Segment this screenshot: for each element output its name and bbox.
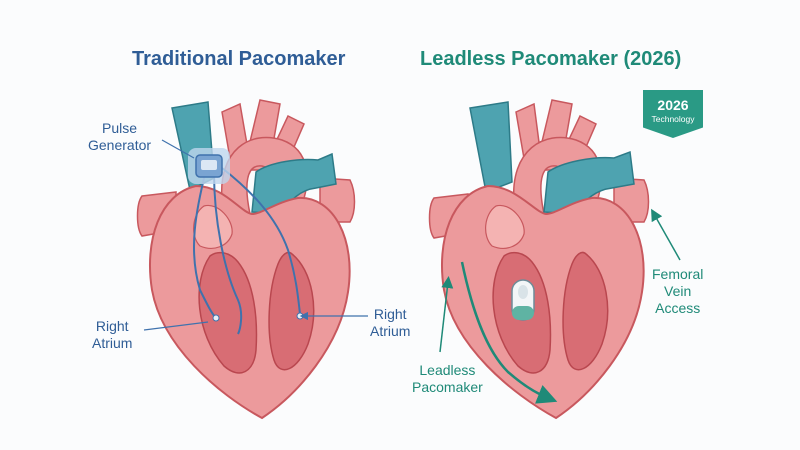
leadless-pacemaker-title: Leadless Pacomaker (2026): [420, 48, 682, 70]
catheter-path: [460, 261, 558, 404]
femoral-vein-label-line3: Access: [655, 300, 701, 316]
pacing-lead-2: [213, 171, 243, 335]
heart-traditional: [136, 99, 368, 420]
left-ventricle-right: [562, 251, 609, 371]
traditional-pacemaker-title: Traditional Pacomaker: [132, 48, 346, 70]
technology-badge: 2026 Technology: [643, 90, 703, 138]
leader-leadless-pacemaker: [439, 276, 454, 353]
pulse-generator-label: Pulse Generator: [88, 120, 151, 154]
left-ventricle-left: [268, 251, 315, 371]
right-atrium-label-right: Right Atrium: [370, 306, 410, 340]
pulse-generator-label-line1: Pulse: [102, 120, 138, 136]
femoral-vein-label-line1: Femoral: [652, 266, 704, 282]
leadless-pacemaker-label-line2: Pacomaker: [412, 379, 483, 395]
leadless-capsule-band: [512, 306, 534, 320]
right-ventricle-left: [198, 251, 258, 374]
pacing-lead-1: [193, 169, 217, 319]
lead-tip-2: [296, 312, 304, 320]
atrium-right: [485, 204, 525, 249]
leadless-pacemaker-label-line1: Leadless: [419, 362, 476, 378]
right-atrium-label-left: Right Atrium: [92, 318, 132, 352]
badge-year: 2026: [657, 97, 689, 113]
badge-text: Technology: [651, 114, 695, 124]
pacing-lead-3: [221, 167, 301, 315]
vena-cava-right: [469, 101, 513, 194]
leader-pulse-generator: [161, 139, 195, 159]
leader-right-atrium-left: [143, 321, 209, 331]
leader-femoral-vein: [651, 208, 681, 261]
heart-leadless: [428, 99, 681, 420]
femoral-vein-label-line2: Vein: [664, 283, 692, 299]
atrium-left: [193, 204, 233, 249]
leadless-capsule-window: [518, 285, 528, 299]
femoral-vein-label: Femoral Vein Access: [652, 266, 703, 317]
pulse-generator-label-line2: Generator: [88, 137, 152, 153]
leadless-pacemaker-label: Leadless Pacomaker: [412, 362, 483, 396]
right-atrium-label-left-line1: Right: [95, 318, 129, 334]
lead-tip-1: [212, 314, 220, 322]
right-atrium-label-right-line2: Atrium: [370, 323, 411, 339]
pulse-generator-detail: [201, 160, 217, 170]
right-atrium-label-right-line1: Right: [373, 306, 407, 322]
right-atrium-label-left-line2: Atrium: [92, 335, 133, 351]
